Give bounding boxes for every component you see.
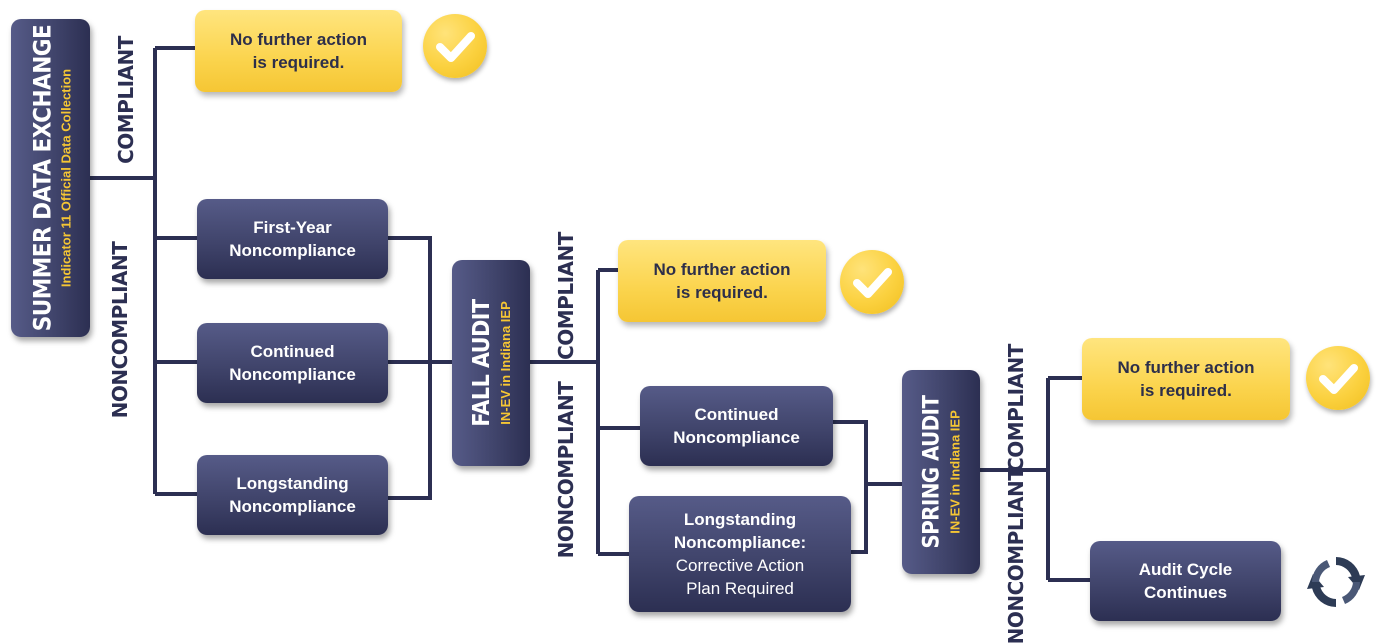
longstanding-noncompliance-box-summer: Longstanding Noncompliance	[197, 455, 388, 535]
fall-audit-box: FALL AUDIT IN-EV in Indiana IEP	[452, 260, 530, 466]
longstanding-cap-line4: Plan Required	[686, 579, 794, 598]
no-action-line2: is required.	[1140, 381, 1232, 400]
no-action-line1: No further action	[230, 30, 367, 49]
longstanding-cap-line3: Corrective Action	[675, 556, 805, 575]
continued-line2: Noncompliance	[673, 428, 800, 447]
audit-cycle-line2: Continues	[1143, 583, 1228, 602]
longstanding-line1: Longstanding	[236, 474, 349, 493]
spring-audit-box: SPRING AUDIT IN-EV in Indiana IEP	[902, 370, 980, 574]
spring-subtitle: IN-EV in Indiana IEP	[947, 410, 963, 534]
first-year-line2: Noncompliance	[229, 241, 356, 260]
audit-cycle-continues-box: Audit Cycle Continues	[1090, 541, 1281, 621]
first-year-line1: First-Year	[253, 218, 332, 237]
longstanding-cap-box: Longstanding Noncompliance: Corrective A…	[629, 496, 851, 612]
check-circle-icon	[1306, 346, 1370, 410]
refresh-cycle-icon	[1303, 549, 1369, 615]
check-circle-icon	[423, 14, 487, 78]
spring-title: SPRING AUDIT	[919, 395, 945, 549]
connector-lines	[90, 46, 1090, 582]
first-year-noncompliance-box: First-Year Noncompliance	[197, 199, 388, 279]
summer-data-exchange-box: SUMMER DATA EXCHANGE Indicator 11 Offici…	[11, 19, 90, 337]
summer-title: SUMMER DATA EXCHANGE	[28, 24, 56, 332]
fall-subtitle: IN-EV in Indiana IEP	[498, 301, 513, 425]
continued-line1: Continued	[694, 405, 779, 424]
longstanding-cap-line1: Longstanding	[683, 510, 797, 529]
no-action-line2: is required.	[676, 283, 768, 302]
continued-noncompliance-box-summer: Continued Noncompliance	[197, 323, 388, 403]
continued-noncompliance-box-fall: Continued Noncompliance	[640, 386, 833, 466]
summer-subtitle: Indicator 11 Official Data Collection	[58, 68, 73, 288]
no-action-line2: is required.	[252, 53, 345, 72]
continued-line2: Noncompliance	[229, 365, 356, 384]
continued-line1: Continued	[250, 342, 335, 361]
longstanding-cap-line2: Noncompliance:	[673, 533, 807, 552]
no-further-action-box-summer: No further action is required.	[195, 10, 402, 92]
longstanding-line2: Noncompliance	[229, 497, 356, 516]
no-further-action-box-spring: No further action is required.	[1082, 338, 1290, 420]
no-action-line1: No further action	[653, 260, 791, 279]
no-further-action-box-fall: No further action is required.	[618, 240, 826, 322]
audit-cycle-line1: Audit Cycle	[1138, 560, 1233, 579]
fall-title: FALL AUDIT	[469, 299, 495, 427]
check-circle-icon	[840, 250, 904, 314]
no-action-line1: No further action	[1117, 358, 1255, 377]
